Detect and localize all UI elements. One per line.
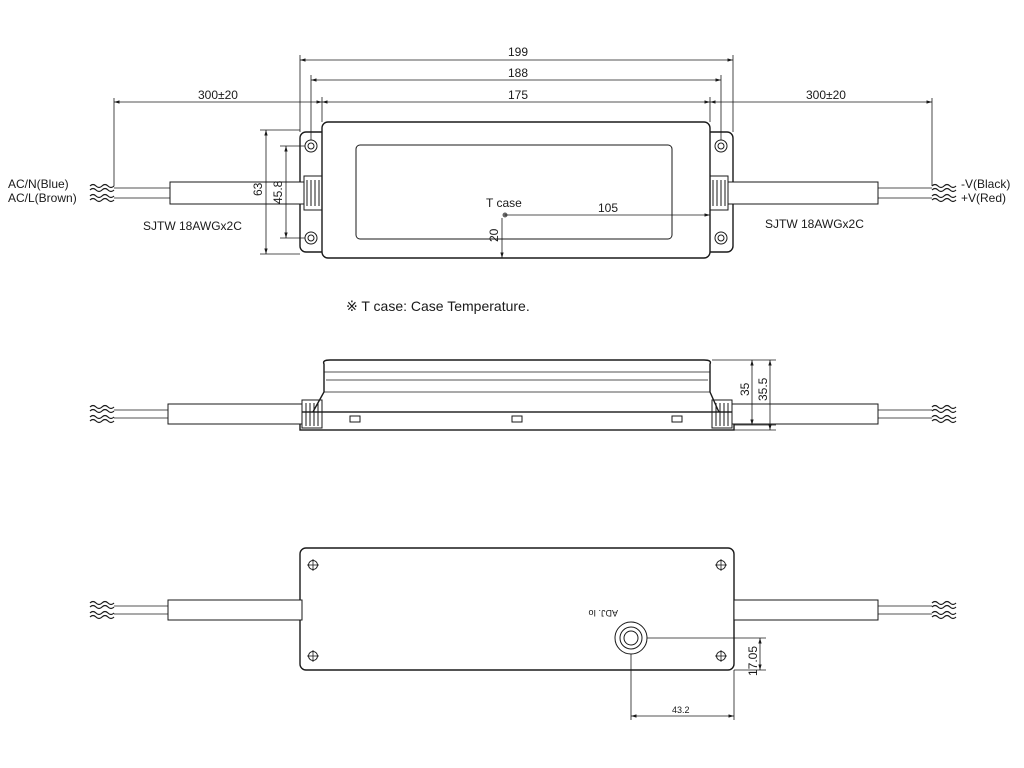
cable-right: [727, 181, 879, 205]
bottom-wire-ends-right: [931, 600, 957, 620]
bottom-plate: [299, 547, 735, 671]
dim-tcase-x: 105: [505, 201, 710, 217]
wire-ends-right: [931, 183, 957, 203]
mount-hole-bottom-right: [714, 231, 728, 245]
wire-label-acl: AC/L(Brown): [8, 191, 77, 205]
svg-text:17.05: 17.05: [746, 646, 760, 676]
dim-adj-x: 43.2: [630, 654, 735, 720]
cable-gland-left: [303, 175, 323, 211]
svg-text:300±20: 300±20: [198, 88, 238, 102]
svg-text:35.5: 35.5: [756, 377, 770, 401]
bottom-hole-bottom-right: [715, 650, 727, 662]
bottom-wire-ends-left: [89, 600, 115, 620]
dim-overall-width: 199: [299, 45, 734, 132]
side-wire-ends-left: [89, 404, 115, 424]
dim-lead-right: 300±20: [710, 88, 933, 186]
dim-body-width: 175: [321, 88, 711, 122]
dim-adj-y: 17.05: [647, 637, 766, 676]
svg-text:300±20: 300±20: [806, 88, 846, 102]
wire-label-vpos: +V(Red): [961, 191, 1006, 205]
svg-text:35: 35: [738, 382, 752, 396]
housing-label-window: [355, 144, 673, 240]
side-wire-ends-right: [931, 404, 957, 424]
dim-side-height: 35 35.5: [712, 359, 776, 431]
top-view: AC/N(Blue) AC/L(Brown) -V(Black) +V(Red)…: [8, 45, 1010, 259]
dim-height: 63: [251, 129, 300, 255]
dim-lead-left: 300±20: [113, 88, 322, 186]
bottom-cable-right: [733, 599, 879, 621]
svg-text:20: 20: [487, 228, 501, 242]
bottom-hole-bottom-left: [307, 650, 319, 662]
bottom-cable-left: [167, 599, 303, 621]
cable-gland-right: [709, 175, 729, 211]
svg-text:105: 105: [598, 201, 618, 215]
cable-spec-right: SJTW 18AWGx2C: [765, 217, 864, 231]
side-cable-right: [731, 403, 879, 425]
wire-label-acn: AC/N(Blue): [8, 177, 69, 191]
svg-text:188: 188: [508, 66, 528, 80]
side-view: 35 35.5: [89, 359, 957, 431]
tcase-label: T case: [486, 196, 522, 210]
svg-text:43.2: 43.2: [672, 705, 690, 715]
dim-mount-height: 45.8: [271, 145, 305, 239]
svg-text:175: 175: [508, 88, 528, 102]
adj-label: ADJ. Io: [588, 608, 618, 618]
housing-top-main-body: [321, 121, 711, 259]
side-housing: [308, 359, 724, 419]
dim-mount-width: 188: [310, 66, 722, 140]
cable-left: [169, 181, 305, 205]
side-base-plate: [299, 411, 735, 431]
svg-text:199: 199: [508, 45, 528, 59]
wire-label-vneg: -V(Black): [961, 177, 1010, 191]
dim-tcase-y: 20: [487, 218, 504, 258]
tcase-note: ※ T case: Case Temperature.: [346, 298, 530, 314]
svg-text:63: 63: [251, 182, 265, 196]
wire-ends-left: [89, 183, 115, 203]
bottom-hole-top-left: [307, 559, 319, 571]
svg-text:45.8: 45.8: [271, 180, 285, 204]
cable-spec-left: SJTW 18AWGx2C: [143, 219, 242, 233]
side-cable-left: [167, 403, 303, 425]
bottom-hole-top-right: [715, 559, 727, 571]
bottom-view: ADJ. Io 17.05: [89, 547, 957, 720]
